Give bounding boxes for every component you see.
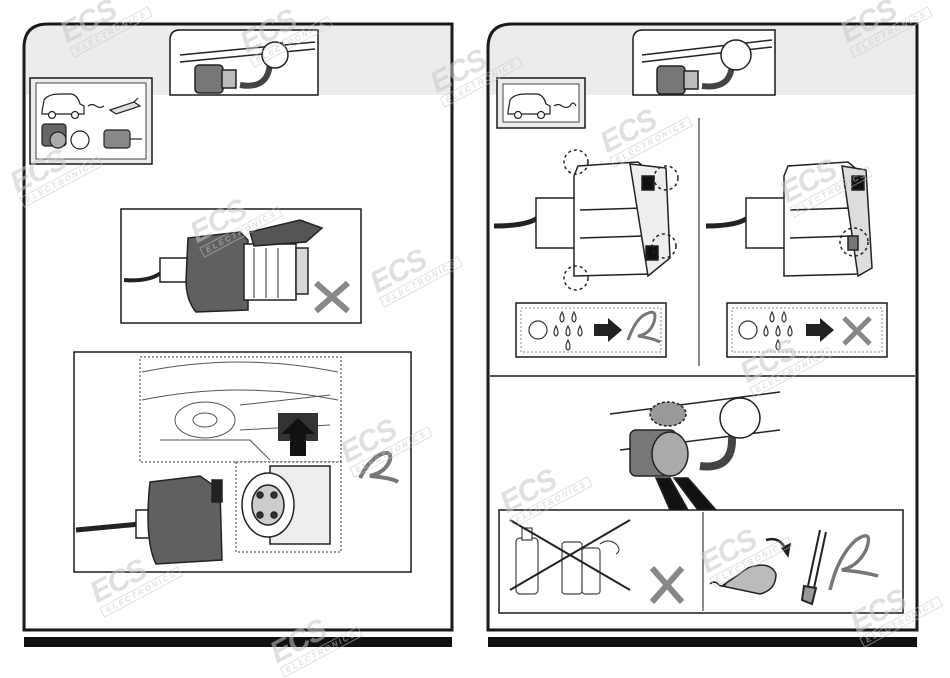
page-footer-bar [488, 637, 917, 647]
left-page-drawing [0, 0, 470, 671]
page-footer-bar [24, 637, 452, 647]
right-page-drawing [470, 0, 950, 671]
right-page [470, 0, 950, 671]
left-page [0, 0, 470, 671]
dashboard-inset [140, 357, 341, 462]
socket-icon [242, 466, 330, 544]
